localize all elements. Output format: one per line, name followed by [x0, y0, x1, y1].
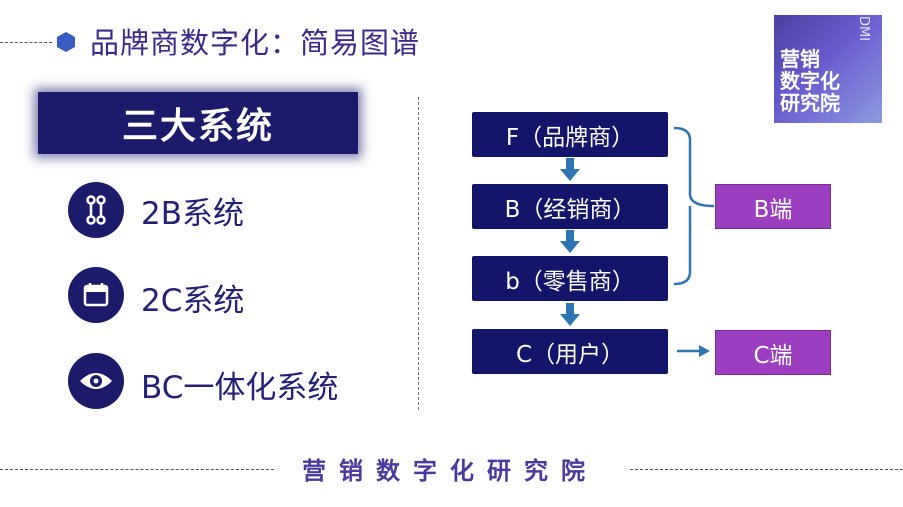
- footer-divider-right: [630, 469, 903, 470]
- page-title: 品牌商数字化：简易图谱: [90, 26, 421, 60]
- flow-node-distributor: B（经销商）: [472, 184, 668, 229]
- dmi-logo: 营销 数字化 研究院 DMI: [774, 15, 882, 123]
- flow-node-brand: F（品牌商）: [472, 112, 668, 157]
- flow-node-retailer: b（零售商）: [472, 256, 668, 301]
- down-arrow-icon: [560, 158, 580, 181]
- b-end-box: B端: [715, 184, 831, 229]
- hexagon-icon: [57, 32, 75, 52]
- down-arrow-icon: [560, 303, 580, 326]
- logo-tag: DMI: [855, 15, 871, 42]
- logo-line-3: 研究院: [780, 91, 840, 115]
- c-end-box: C端: [715, 330, 831, 375]
- calendar-icon: [68, 267, 124, 323]
- down-arrow-icon: [560, 230, 580, 253]
- eye-icon: [68, 353, 124, 409]
- header-divider: [0, 42, 52, 43]
- right-arrow-icon: [677, 345, 710, 357]
- logo-line-2: 数字化: [780, 69, 840, 93]
- flow-node-user: C（用户）: [472, 329, 668, 374]
- footer-divider-left: [0, 469, 274, 470]
- link-icon: [68, 182, 124, 238]
- systems-banner: 三大系统: [38, 92, 358, 154]
- bracket-connector: [673, 126, 715, 286]
- footer-text: 营销数字化研究院: [302, 457, 598, 485]
- system-label-bc: BC一体化系统: [141, 370, 339, 406]
- vertical-divider: [418, 97, 419, 410]
- system-label-2b: 2B系统: [141, 196, 244, 232]
- logo-line-1: 营销: [780, 47, 820, 71]
- system-label-2c: 2C系统: [141, 283, 245, 319]
